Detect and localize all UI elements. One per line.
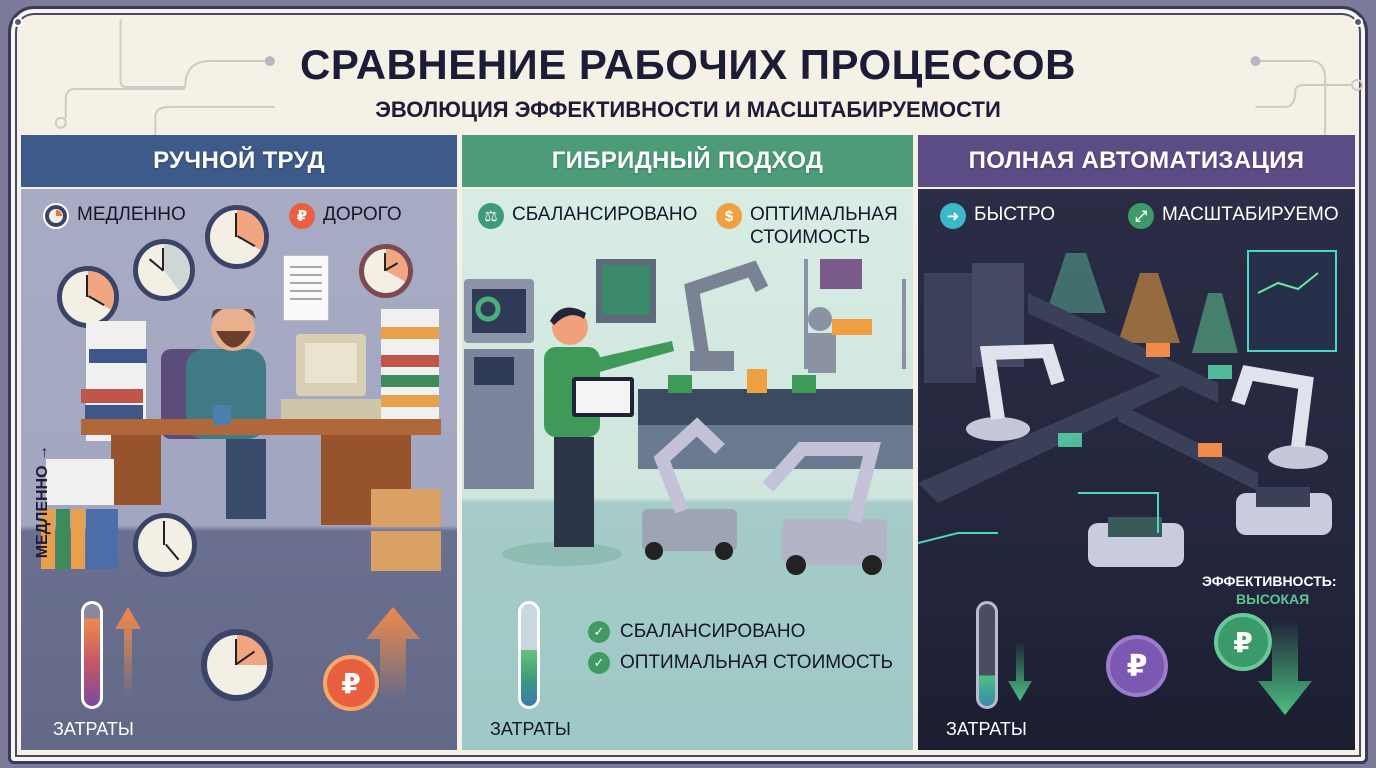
badge-expensive: ₽ ДОРОГО (289, 203, 402, 229)
panel-manual-labor: РУЧНОЙ ТРУД МЕДЛЕННО ₽ ДОРОГО (21, 135, 457, 750)
badge-label: МАСШТАБИРУЕМО (1162, 204, 1339, 225)
side-label-slow: МЕДЛЕННО → (34, 445, 51, 559)
wall-clock-icon (205, 205, 269, 269)
expand-icon: ⤢ (1128, 203, 1154, 229)
cost-falling-arrow-icon (1258, 619, 1312, 715)
panel-title: РУЧНОЙ ТРУД (21, 135, 457, 187)
cost-rising-arrow-icon (366, 607, 420, 701)
badge-label: СБАЛАНСИРОВАНО (512, 204, 698, 225)
time-clock-icon (201, 629, 273, 701)
efficiency-value: ВЫСОКАЯ (1236, 591, 1310, 607)
wall-clock-icon (133, 239, 195, 301)
badge-label: ДОРОГО (323, 204, 402, 225)
ruble-coin-icon: ₽ (1214, 613, 1272, 671)
check-item-balanced: ✓ СБАЛАНСИРОВАНО (588, 621, 805, 643)
circuit-decoration (54, 19, 1364, 139)
panel-body: МЕДЛЕННО ₽ ДОРОГО (21, 189, 457, 750)
arrow-down-icon (1008, 641, 1032, 701)
dollar-icon: $ (716, 203, 742, 229)
human-robot-collaboration-illustration (464, 259, 913, 575)
ruble-icon: ₽ (289, 203, 315, 229)
ruble-coin-icon: ₽ (323, 655, 379, 711)
cost-gauge-low (976, 601, 998, 709)
header: СРАВНЕНИЕ РАБОЧИХ ПРОЦЕССОВ ЭВОЛЮЦИЯ ЭФФ… (11, 9, 1365, 139)
corner-rivet (1353, 17, 1363, 27)
tired-worker-illustration (41, 309, 441, 571)
badge-optimal-cost: $ ОПТИМАЛЬНАЯ СТОИМОСТЬ (716, 203, 906, 249)
check-label: ОПТИМАЛЬНАЯ СТОИМОСТЬ (620, 652, 893, 673)
clock-icon (43, 203, 69, 229)
check-label: СБАЛАНСИРОВАНО (620, 621, 806, 642)
floor-clock-icon (133, 513, 197, 577)
scales-icon: ⚖ (478, 203, 504, 229)
panel-body: ➜ БЫСТРО ⤢ МАСШТАБИРУЕМО (918, 189, 1355, 750)
arrow-up-icon (115, 607, 141, 699)
clipboard-icon (283, 255, 329, 321)
corner-rivet (13, 17, 23, 27)
cost-label: ЗАТРАТЫ (490, 719, 571, 739)
badge-balanced: ⚖ СБАЛАНСИРОВАНО (478, 203, 697, 229)
cost-gauge-medium (518, 601, 540, 709)
wall-clock-icon (359, 244, 413, 298)
badge-fast: ➜ БЫСТРО (940, 203, 1055, 229)
cost-gauge-high (81, 601, 103, 709)
automated-factory-illustration (918, 250, 1337, 567)
panel-title: ГИБРИДНЫЙ ПОДХОД (462, 135, 913, 187)
cost-label: ЗАТРАТЫ (53, 719, 134, 739)
page-subtitle: ЭВОЛЮЦИЯ ЭФФЕКТИВНОСТИ И МАСШТАБИРУЕМОСТ… (375, 97, 1001, 122)
badge-label: МЕДЛЕННО (77, 204, 186, 225)
panel-title: ПОЛНАЯ АВТОМАТИЗАЦИЯ (918, 135, 1355, 187)
check-item-optimal-cost: ✓ ОПТИМАЛЬНАЯ СТОИМОСТЬ (588, 652, 893, 674)
panel-full-automation: ПОЛНАЯ АВТОМАТИЗАЦИЯ ➜ БЫСТРО ⤢ МАСШТАБИ… (918, 135, 1355, 750)
wall-clock-icon (57, 266, 119, 328)
badge-label: БЫСТРО (974, 204, 1056, 225)
efficiency-label: ЭФФЕКТИВНОСТЬ: (1202, 573, 1337, 589)
badge-scalable: ⤢ МАСШТАБИРУЕМО (1128, 203, 1339, 229)
badge-label: ОПТИМАЛЬНАЯ СТОИМОСТЬ (750, 204, 898, 248)
page-title: СРАВНЕНИЕ РАБОЧИХ ПРОЦЕССОВ (300, 41, 1076, 88)
check-icon: ✓ (588, 621, 610, 643)
check-icon: ✓ (588, 652, 610, 674)
panel-hybrid: ГИБРИДНЫЙ ПОДХОД ⚖ СБАЛАНСИРОВАНО $ ОПТИ… (462, 135, 913, 750)
ruble-coin-icon: ₽ (1106, 635, 1168, 697)
panel-body: ⚖ СБАЛАНСИРОВАНО $ ОПТИМАЛЬНАЯ СТОИМОСТЬ (462, 189, 913, 750)
arrow-right-icon: ➜ (940, 203, 966, 229)
cost-label: ЗАТРАТЫ (946, 719, 1027, 739)
badge-slow: МЕДЛЕННО (43, 203, 186, 229)
